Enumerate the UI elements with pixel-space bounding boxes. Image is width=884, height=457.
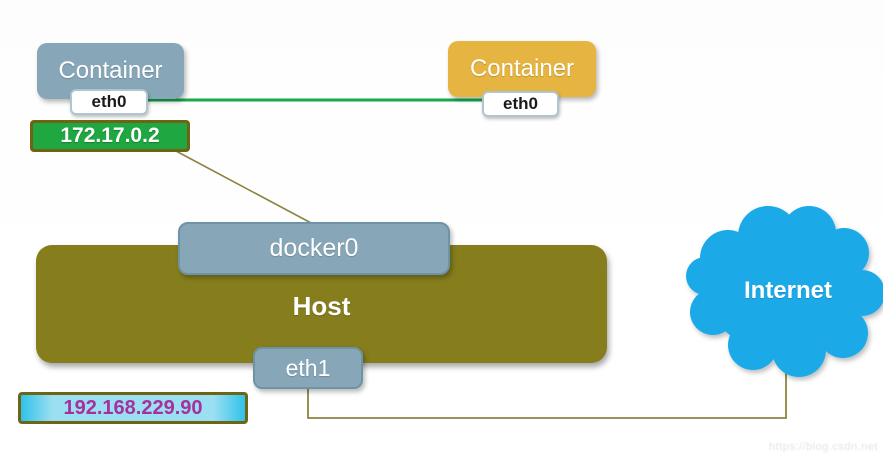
docker0-label: docker0 <box>269 234 359 262</box>
container-right-label: Container <box>469 55 575 82</box>
internet-label: Internet <box>743 277 832 304</box>
host-ip-text: 192.168.229.90 <box>63 396 203 419</box>
host-label: Host <box>292 291 351 321</box>
container-right-box: Container <box>448 41 596 97</box>
eth1-box: eth1 <box>253 347 363 389</box>
container-ip-badge: 172.17.0.2 <box>30 120 190 152</box>
docker0-bridge-box: docker0 <box>178 222 450 275</box>
container-left-label: Container <box>58 57 163 84</box>
eth1-label: eth1 <box>285 354 331 381</box>
container-left-box: Container <box>37 43 184 99</box>
watermark-text: https://blog.csdn.net <box>769 441 878 453</box>
container-ip-text: 172.17.0.2 <box>60 124 160 147</box>
container-ip-to-docker0-line <box>175 150 314 225</box>
internet-cloud <box>683 200 883 382</box>
eth0-left-label: eth0 <box>91 92 127 111</box>
host-ip-badge: 192.168.229.90 <box>18 392 248 424</box>
eth0-left-tag: eth0 <box>70 89 148 115</box>
eth0-right-tag: eth0 <box>482 91 559 117</box>
eth1-to-internet-line <box>307 358 787 419</box>
cloud-shape <box>686 206 883 377</box>
eth0-right-label: eth0 <box>503 94 538 113</box>
